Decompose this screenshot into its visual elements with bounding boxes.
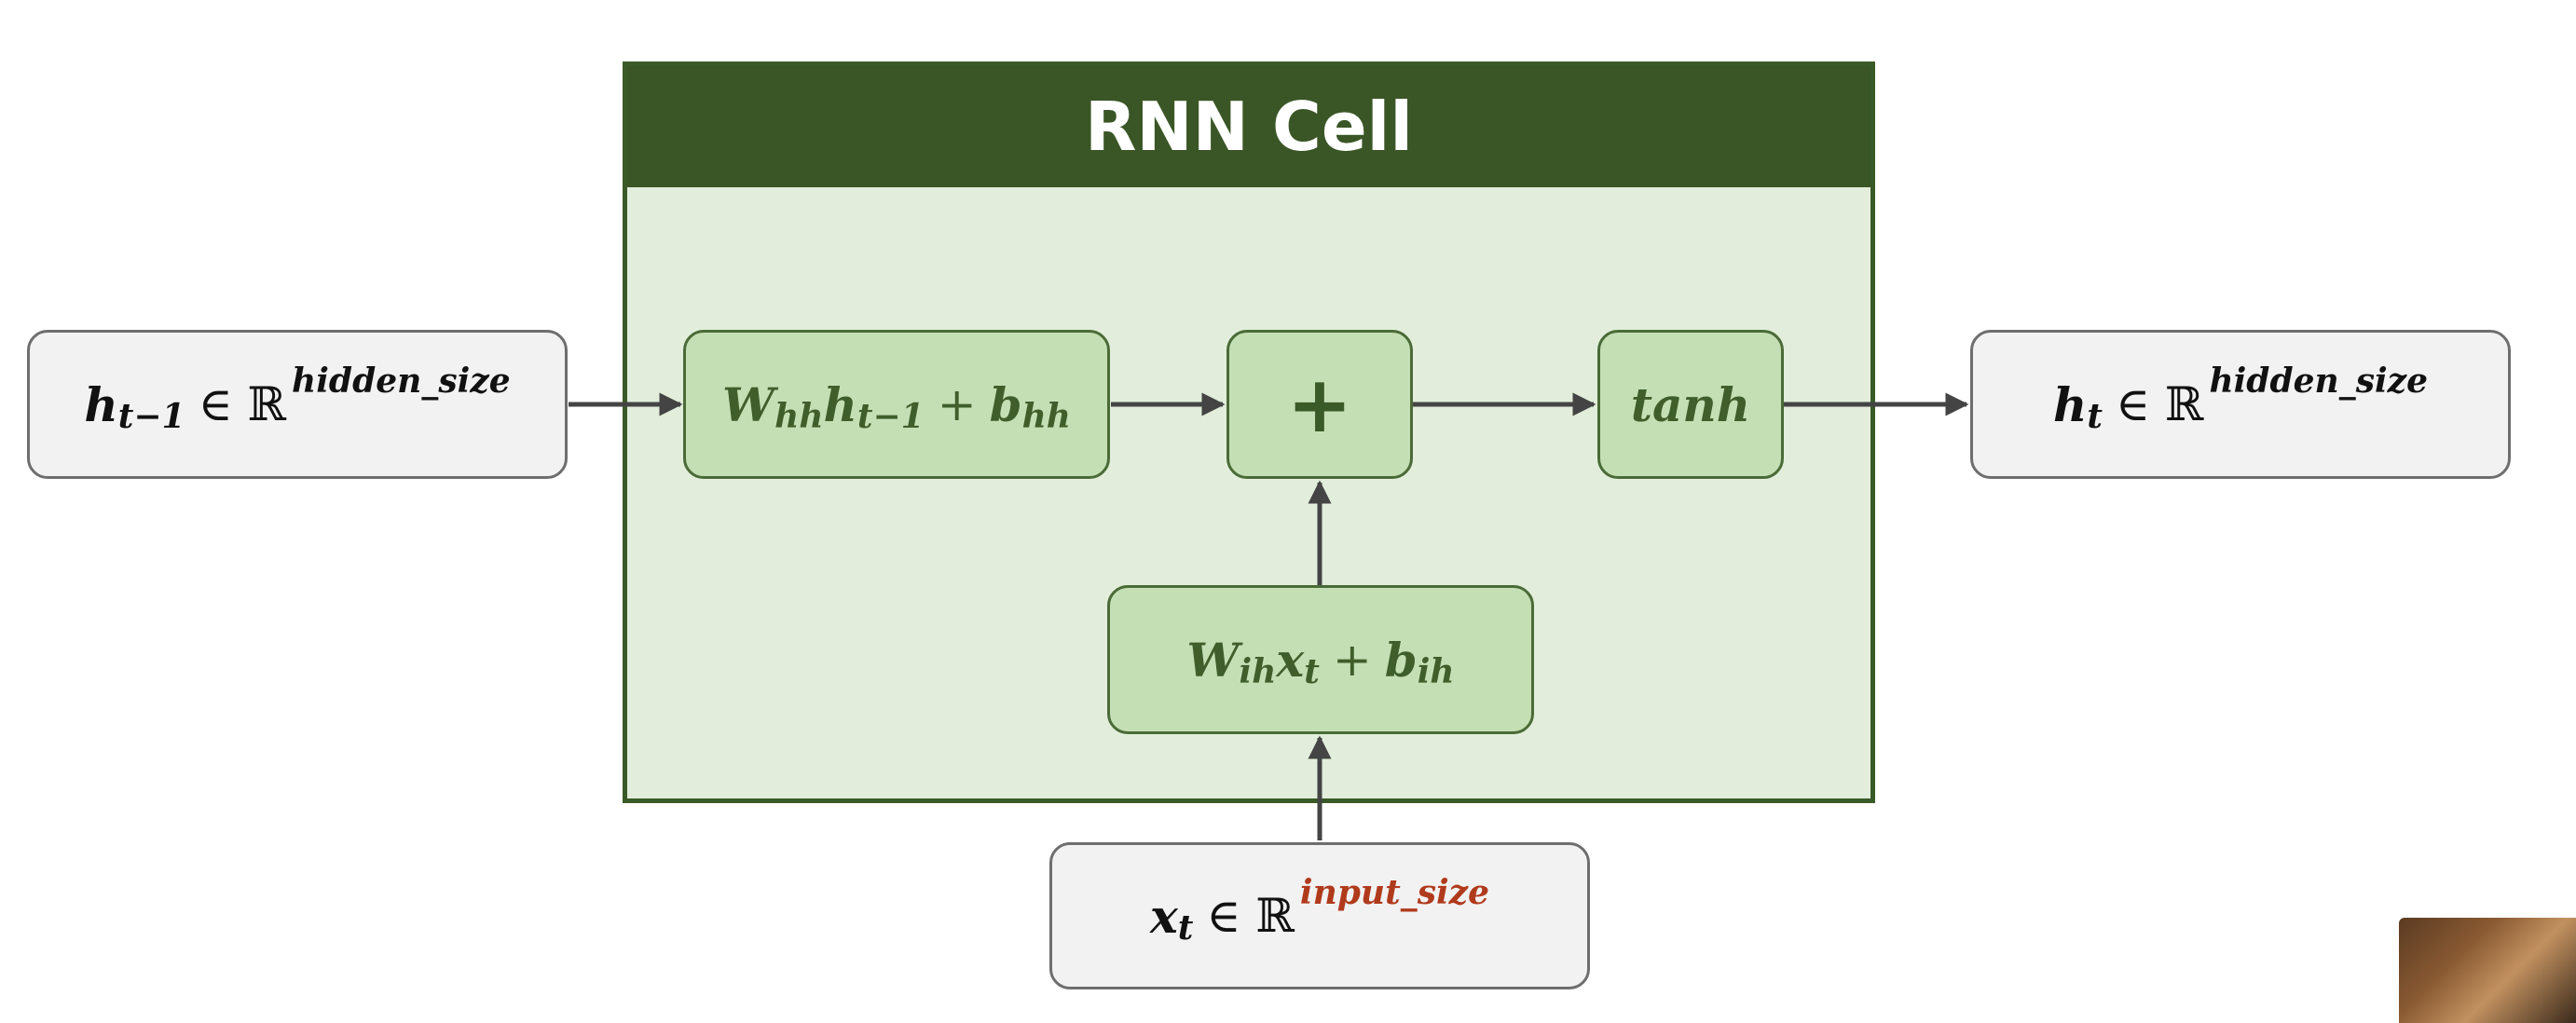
h-out-sup: hidden_size — [2209, 361, 2429, 401]
sum-node: + — [1226, 330, 1413, 479]
x-in-var: x — [1149, 888, 1178, 944]
whh-b-sub: hh — [1021, 396, 1071, 436]
h-out-var: h — [2052, 376, 2088, 432]
x-in-in: ∈ ℝ — [1206, 889, 1295, 943]
wih-b-sub: ih — [1417, 651, 1455, 691]
tanh-label: tanh — [1630, 376, 1751, 432]
rnn-cell-title: RNN Cell — [627, 66, 1870, 187]
whh-h-sub: t−1 — [856, 396, 925, 436]
h-prev-var: h — [84, 376, 118, 432]
h-prev-sup: hidden_size — [292, 361, 511, 401]
whh-w: W — [722, 376, 775, 432]
x-in-sup: input_size — [1299, 872, 1490, 912]
h-out-sub: t — [2087, 396, 2103, 436]
webcam-overlay — [2399, 918, 2576, 1023]
wih-x: x — [1276, 632, 1305, 688]
wih-w-sub: ih — [1239, 651, 1277, 691]
wih-x-sub: t — [1304, 651, 1320, 691]
wih-b: b — [1384, 632, 1418, 688]
h-prev-in: ∈ ℝ — [198, 377, 287, 431]
whh-b: b — [989, 376, 1022, 432]
x-in-sub: t — [1177, 907, 1194, 948]
whh-plus: + — [937, 377, 977, 431]
sum-symbol: + — [1286, 359, 1353, 450]
h-out-in: ∈ ℝ — [2115, 377, 2204, 431]
whh-w-sub: hh — [774, 396, 824, 436]
h-prev-sub: t−1 — [117, 396, 185, 436]
wih-plus: + — [1332, 633, 1372, 687]
whh-h: h — [823, 376, 857, 432]
wih-w: W — [1186, 632, 1240, 688]
tanh-node: tanh — [1597, 330, 1784, 479]
